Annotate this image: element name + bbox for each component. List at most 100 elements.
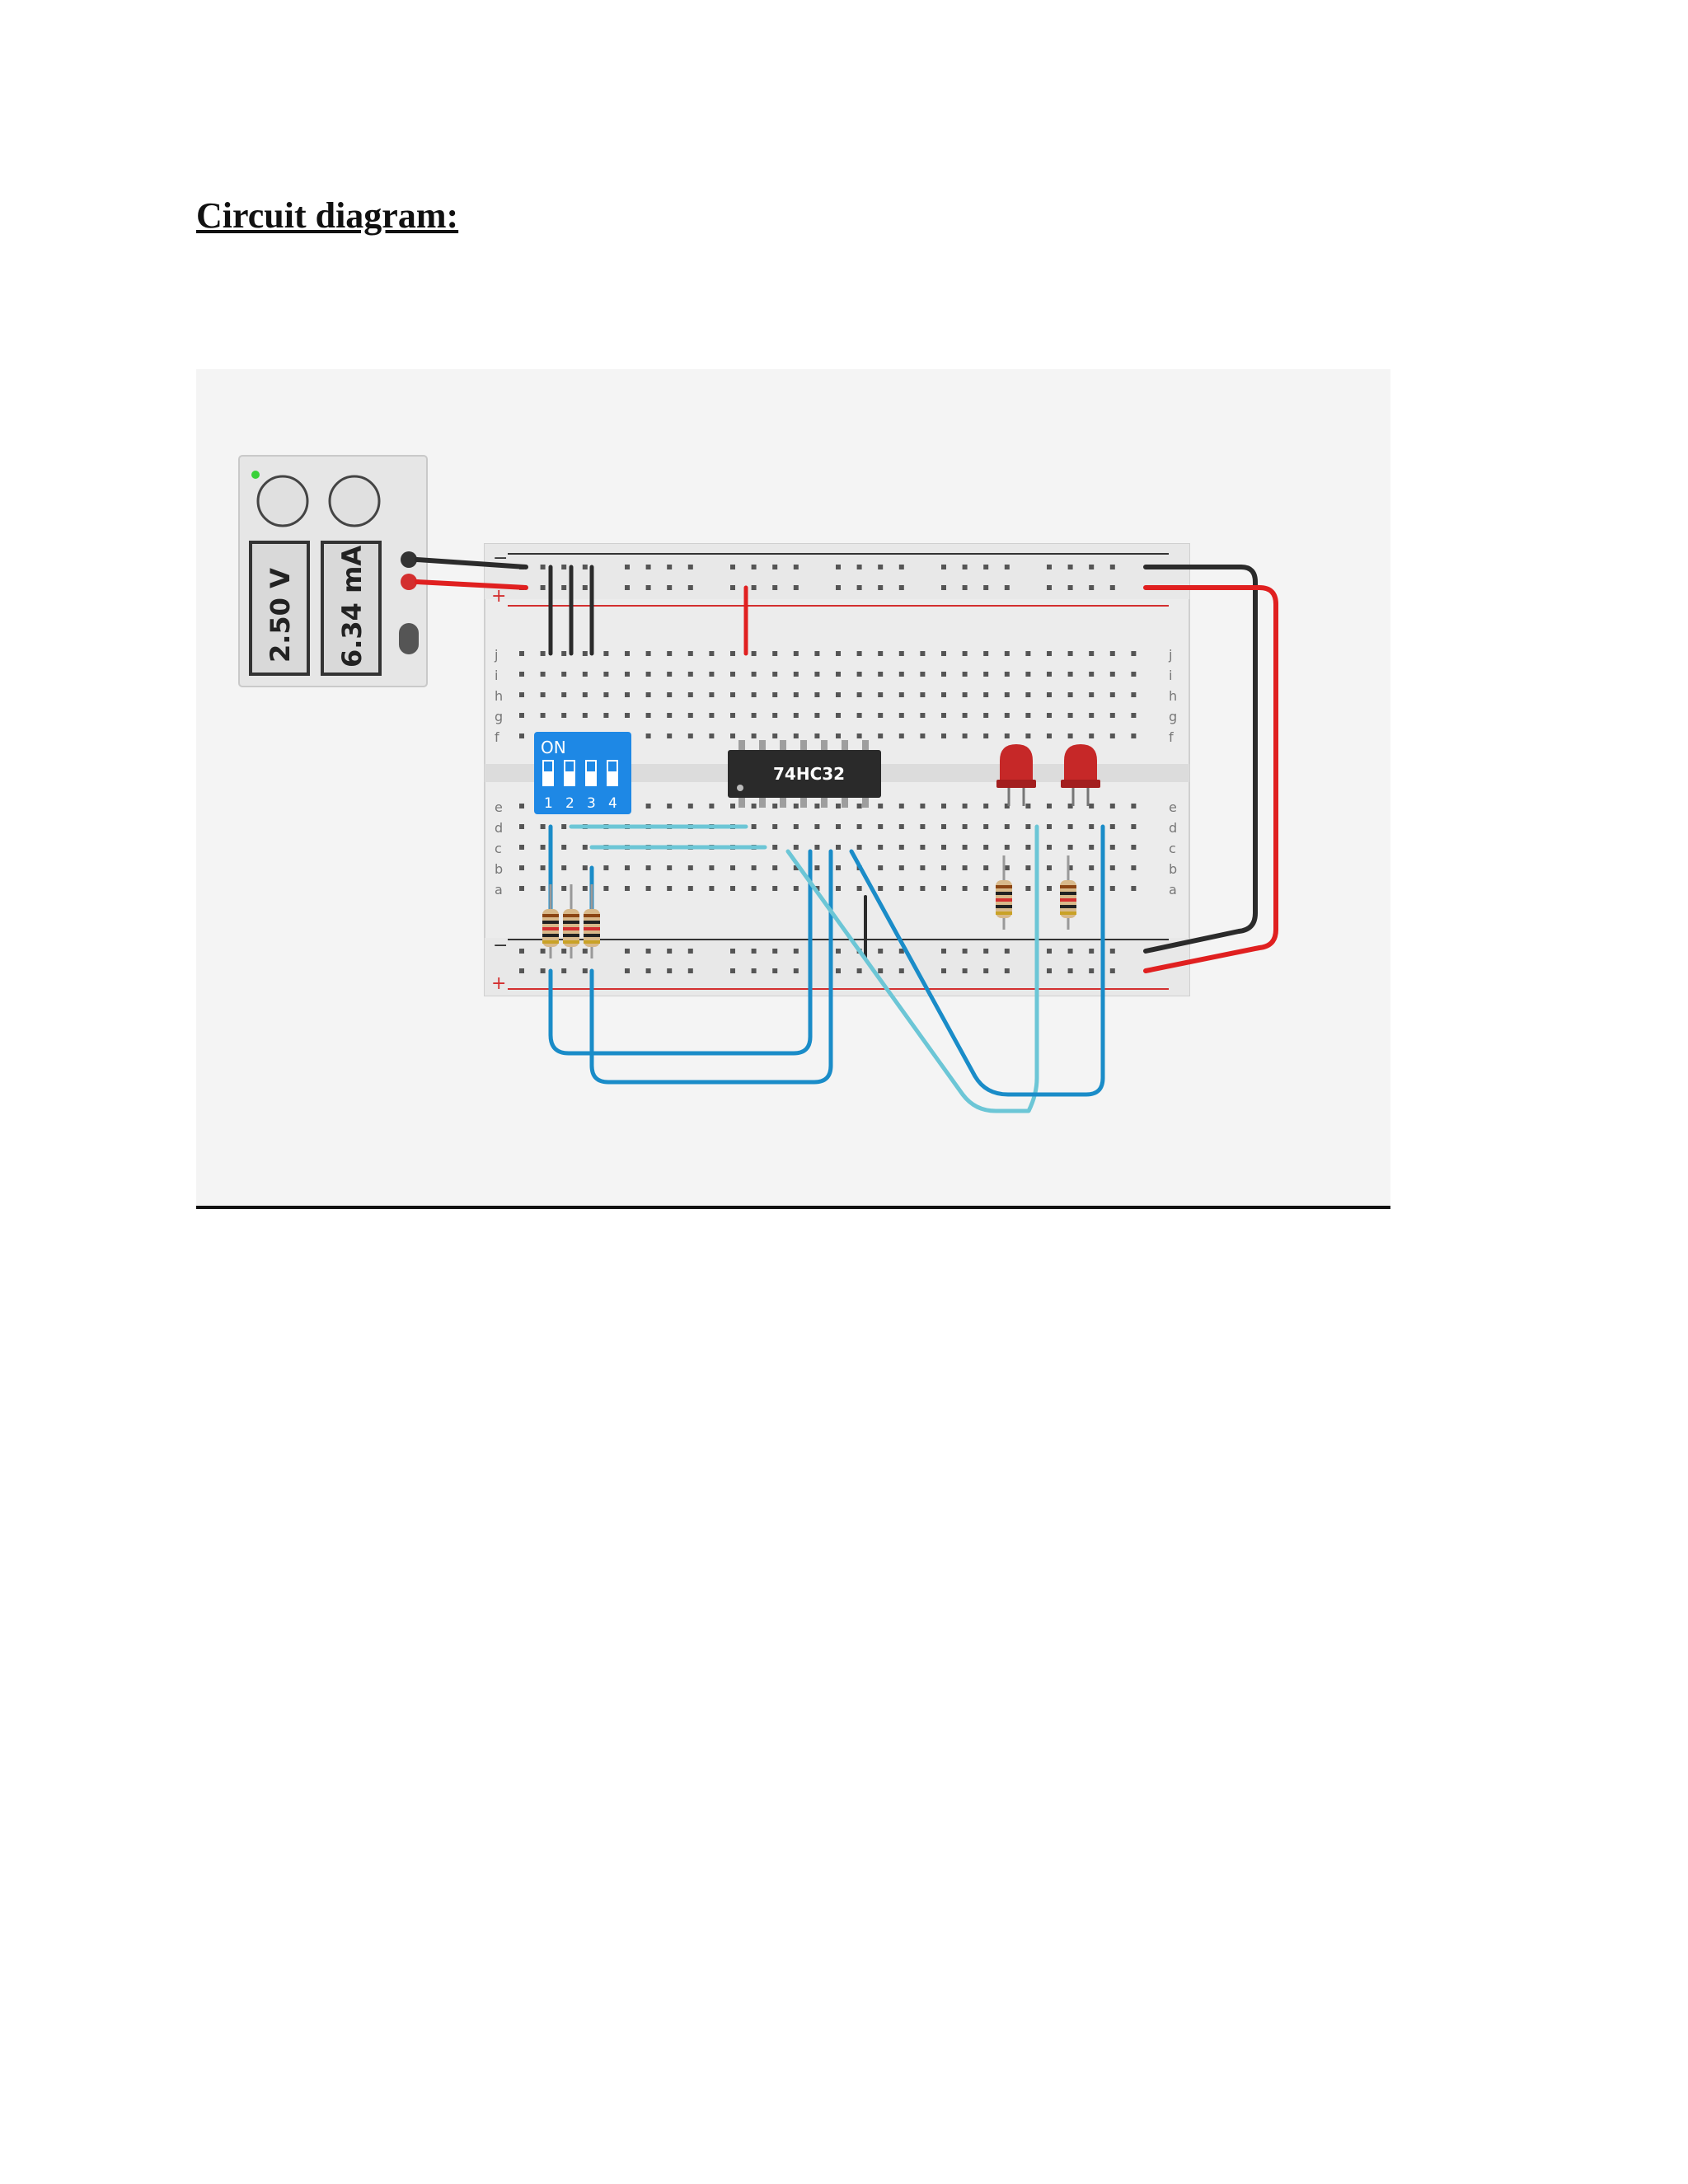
ic-pin xyxy=(738,740,745,752)
breadboard-hole xyxy=(1047,845,1052,850)
breadboard-hole xyxy=(709,713,715,718)
ic-pin xyxy=(842,796,848,808)
breadboard-hole xyxy=(898,886,904,891)
breadboard-hole xyxy=(625,692,630,697)
ic-to-led-wire-1 xyxy=(785,824,1039,1113)
rail-hole xyxy=(772,949,778,954)
breadboard-hole xyxy=(878,886,884,891)
ic-pin xyxy=(862,796,869,808)
dip-position-label: 4 xyxy=(608,795,617,812)
rail-hole xyxy=(561,949,567,954)
rail-hole xyxy=(962,949,968,954)
breadboard-hole xyxy=(730,865,735,870)
rail-hole xyxy=(1089,949,1095,954)
breadboard-hole xyxy=(1025,886,1031,891)
breadboard-hole xyxy=(603,886,609,891)
rail-hole xyxy=(1089,968,1095,973)
breadboard-hole xyxy=(878,733,884,738)
rail-hole xyxy=(1047,968,1052,973)
breadboard-hole xyxy=(561,865,567,870)
breadboard-hole xyxy=(687,692,693,697)
breadboard-hole xyxy=(709,804,715,808)
breadboard-hole xyxy=(898,804,904,808)
ic-pin xyxy=(821,796,828,808)
rail-hole xyxy=(878,949,884,954)
breadboard-hole xyxy=(1047,713,1052,718)
breadboard-hole xyxy=(772,886,778,891)
breadboard-hole xyxy=(836,713,841,718)
rail-hole xyxy=(582,585,588,590)
rail-hole xyxy=(625,565,630,569)
ic-pin xyxy=(842,740,848,752)
breadboard-hole xyxy=(772,733,778,738)
breadboard-hole xyxy=(603,713,609,718)
power-toggle[interactable] xyxy=(399,623,419,654)
breadboard-hole xyxy=(540,865,546,870)
breadboard-hole xyxy=(836,651,841,656)
rail-hole xyxy=(625,585,630,590)
ic-label: 74HC32 xyxy=(773,764,845,784)
breadboard-hole xyxy=(582,651,588,656)
rail-hole xyxy=(983,968,989,973)
breadboard-hole xyxy=(1004,845,1010,850)
resistor-band xyxy=(996,912,1012,915)
breadboard-hole xyxy=(730,804,735,808)
breadboard-hole xyxy=(540,672,546,677)
breadboard-hole xyxy=(962,845,968,850)
breadboard-hole xyxy=(793,672,799,677)
row-letter-left: h xyxy=(495,688,503,704)
breadboard-hole xyxy=(1047,651,1052,656)
resistor-band xyxy=(996,892,1012,895)
breadboard-hole xyxy=(1067,672,1073,677)
rail-hole xyxy=(793,565,799,569)
breadboard-hole xyxy=(1109,845,1115,850)
resistor-band xyxy=(563,940,579,944)
breadboard-hole xyxy=(814,672,820,677)
breadboard-hole xyxy=(667,804,673,808)
breadboard-hole xyxy=(751,713,757,718)
rail-hole xyxy=(856,968,862,973)
rail-hole xyxy=(898,968,904,973)
breadboard-hole xyxy=(561,886,567,891)
breadboard-hole xyxy=(687,733,693,738)
breadboard-hole xyxy=(1109,886,1115,891)
rail-hole xyxy=(1047,949,1052,954)
breadboard-hole xyxy=(751,886,757,891)
rail-hole xyxy=(1089,585,1095,590)
breadboard-hole xyxy=(941,692,946,697)
ic-pin xyxy=(862,740,869,752)
breadboard-hole xyxy=(1067,713,1073,718)
resistor-band xyxy=(584,934,600,937)
dip-toggle-knob xyxy=(565,762,574,771)
breadboard-hole xyxy=(1025,824,1031,829)
breadboard-hole xyxy=(941,865,946,870)
breadboard-hole xyxy=(793,886,799,891)
rail-hole xyxy=(519,949,524,954)
breadboard-hole xyxy=(1025,865,1031,870)
breadboard-hole xyxy=(751,865,757,870)
rail-hole xyxy=(625,949,630,954)
current-knob[interactable] xyxy=(328,475,381,527)
breadboard-hole xyxy=(1067,865,1073,870)
breadboard-hole xyxy=(603,651,609,656)
breadboard-hole xyxy=(1109,804,1115,808)
rail-hole xyxy=(772,585,778,590)
breadboard-hole xyxy=(1089,733,1095,738)
current-readout: 6.34 mA xyxy=(336,546,368,668)
rail-hole xyxy=(751,968,757,973)
rail-hole xyxy=(751,565,757,569)
breadboard-hole xyxy=(625,886,630,891)
rail-hole xyxy=(898,949,904,954)
rail-hole xyxy=(1067,565,1073,569)
resistor-band xyxy=(1060,892,1076,895)
breadboard-hole xyxy=(519,865,524,870)
breadboard-hole xyxy=(1131,733,1137,738)
rail-hole xyxy=(856,565,862,569)
ic-pin xyxy=(759,796,766,808)
breadboard-hole xyxy=(519,651,524,656)
wiring xyxy=(415,557,1278,1113)
ic-pin xyxy=(800,796,807,808)
breadboard-hole xyxy=(878,865,884,870)
voltage-knob[interactable] xyxy=(256,475,309,527)
